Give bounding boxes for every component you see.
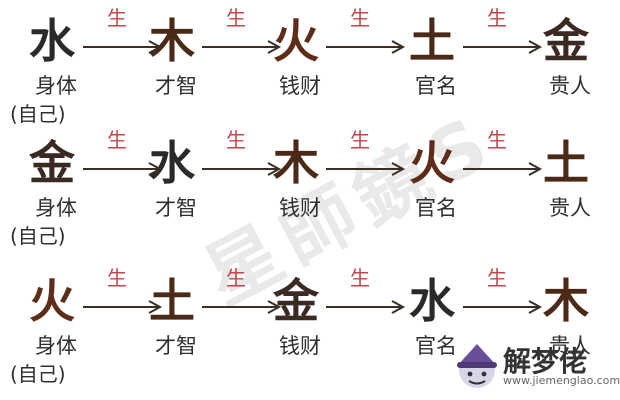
role-label: 官名 — [415, 334, 457, 358]
generates-arrow — [326, 40, 406, 54]
role-label: 才智 — [155, 196, 197, 220]
role-label: 身体 — [35, 74, 77, 98]
role-label: 才智 — [155, 334, 197, 358]
role-label: 身体 — [35, 196, 77, 220]
sheng-label: 生 — [226, 6, 246, 30]
role-label: 钱财 — [279, 74, 321, 98]
element-wood: 木 — [149, 14, 195, 68]
sheng-label: 生 — [107, 128, 127, 152]
element-fire: 火 — [409, 136, 455, 190]
generates-arrow — [202, 40, 282, 54]
site-logo: 解梦佬 www.jiemenglao.com — [455, 338, 620, 394]
element-earth: 土 — [543, 136, 589, 190]
generates-arrow — [202, 162, 282, 176]
sheng-label: 生 — [487, 266, 507, 290]
role-label: 贵人 — [549, 74, 591, 98]
logo-url: www.jiemenglao.com — [503, 374, 620, 387]
sheng-label: 生 — [226, 128, 246, 152]
element-water: 水 — [29, 14, 75, 68]
sheng-label: 生 — [350, 266, 370, 290]
role-label: 贵人 — [549, 334, 591, 358]
sheng-label: 生 — [350, 6, 370, 30]
wizard-hat-icon — [457, 344, 497, 388]
sheng-label: 生 — [487, 128, 507, 152]
element-water: 水 — [409, 274, 455, 328]
self-note: (自己) — [10, 362, 66, 386]
role-label: 身体 — [35, 334, 77, 358]
sheng-label: 生 — [350, 128, 370, 152]
sheng-label: 生 — [487, 6, 507, 30]
element-metal: 金 — [29, 136, 75, 190]
role-label: 官名 — [415, 74, 457, 98]
element-metal: 金 — [273, 274, 319, 328]
generates-arrow — [83, 300, 163, 314]
role-label: 官名 — [415, 196, 457, 220]
generates-arrow — [463, 162, 543, 176]
sheng-label: 生 — [107, 266, 127, 290]
self-note: (自己) — [10, 102, 66, 126]
element-earth: 土 — [149, 274, 195, 328]
generates-arrow — [463, 300, 543, 314]
generates-arrow — [83, 162, 163, 176]
role-label: 才智 — [155, 74, 197, 98]
element-water: 水 — [149, 136, 195, 190]
element-fire: 火 — [29, 274, 75, 328]
role-label: 钱财 — [279, 334, 321, 358]
element-fire: 火 — [273, 14, 319, 68]
generates-arrow — [463, 40, 543, 54]
generates-arrow — [326, 162, 406, 176]
element-metal: 金 — [543, 14, 589, 68]
generates-arrow — [326, 300, 406, 314]
element-earth: 土 — [409, 14, 455, 68]
sheng-label: 生 — [107, 6, 127, 30]
self-note: (自己) — [10, 224, 66, 248]
element-wood: 木 — [543, 274, 589, 328]
generates-arrow — [202, 300, 282, 314]
generates-arrow — [83, 40, 163, 54]
sheng-label: 生 — [226, 266, 246, 290]
role-label: 贵人 — [549, 196, 591, 220]
element-wood: 木 — [273, 136, 319, 190]
logo-text: 解梦佬 — [503, 345, 588, 378]
role-label: 钱财 — [279, 196, 321, 220]
